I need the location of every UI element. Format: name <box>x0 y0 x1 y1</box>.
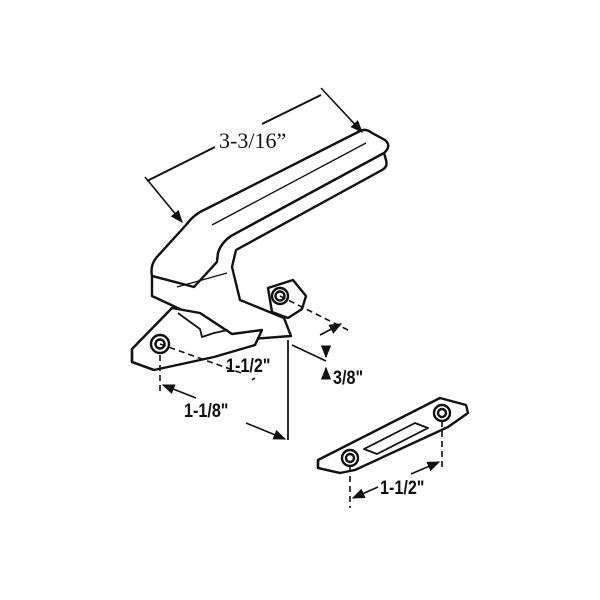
dimension-label-handle-hole-spacing: 1-1/2" <box>226 356 271 377</box>
handle-lever <box>150 128 390 342</box>
keeper-plate <box>316 396 470 475</box>
dimension-label-handle-length: 3-3/16” <box>219 128 287 153</box>
dimension-label-keeper-hole-spacing: 1-1/2" <box>380 478 425 499</box>
dimension-label-handle-offset: 1-1/8" <box>184 401 229 422</box>
dimension-lines <box>144 87 443 508</box>
dimension-label-handle-height: 3/8" <box>333 368 364 389</box>
